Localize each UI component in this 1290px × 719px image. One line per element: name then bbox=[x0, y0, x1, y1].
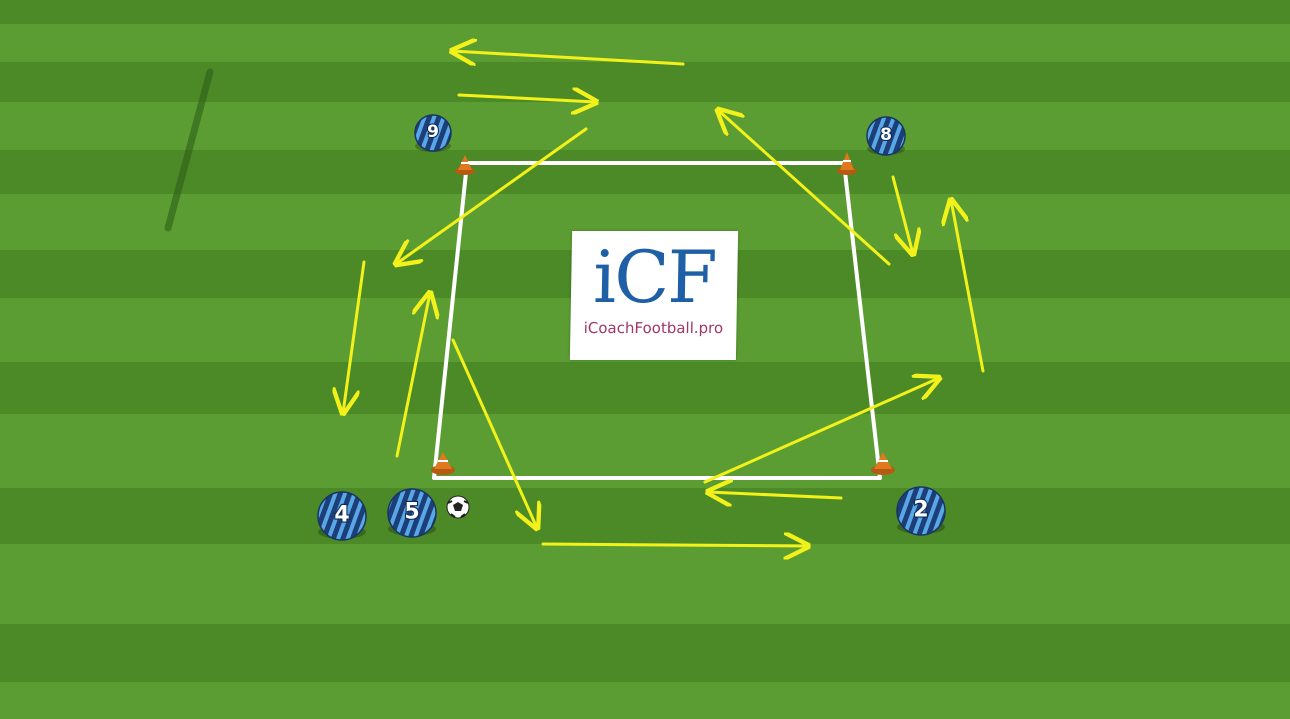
player-5-number: 5 bbox=[404, 500, 419, 525]
arrow-bottom-right bbox=[541, 544, 808, 546]
player-8: 8 bbox=[866, 116, 906, 156]
movement-arrows bbox=[343, 51, 985, 546]
arrow-top-right bbox=[457, 95, 596, 102]
logo-text: iCoachFootball.pro bbox=[583, 319, 724, 337]
arrow-left-up bbox=[395, 293, 430, 458]
arrow-bottom-left bbox=[708, 492, 843, 498]
player-4: 4 bbox=[317, 491, 367, 541]
arrow-right-up bbox=[951, 200, 985, 373]
logo-mark: iCF bbox=[592, 235, 717, 319]
arrow-right-down bbox=[891, 175, 913, 254]
arrow-top-left bbox=[452, 51, 685, 64]
player-2-number: 2 bbox=[913, 498, 928, 523]
arrow-diagonal-to-left bbox=[396, 127, 588, 264]
grid-boundary bbox=[432, 161, 882, 480]
icf-logo: iCF iCoachFootball.pro bbox=[569, 231, 739, 360]
cone-bottom-left bbox=[431, 452, 455, 475]
player-9-number: 9 bbox=[427, 122, 439, 142]
grass-mark bbox=[164, 68, 214, 232]
cone-bottom-right bbox=[871, 452, 895, 475]
cone-top-right bbox=[837, 152, 857, 175]
arrow-left-down bbox=[343, 260, 366, 413]
ball-icon bbox=[446, 495, 470, 519]
player-9: 9 bbox=[414, 114, 452, 152]
arrow-diagonal-to-top bbox=[718, 110, 891, 266]
player-8-number: 8 bbox=[880, 125, 892, 145]
player-5: 5 bbox=[387, 488, 437, 538]
arrow-diagonal-up-right bbox=[703, 378, 939, 484]
player-2: 2 bbox=[896, 486, 946, 536]
arrow-diagonal-down bbox=[451, 338, 537, 528]
cone-top-left bbox=[455, 155, 475, 175]
player-4-number: 4 bbox=[334, 503, 349, 528]
